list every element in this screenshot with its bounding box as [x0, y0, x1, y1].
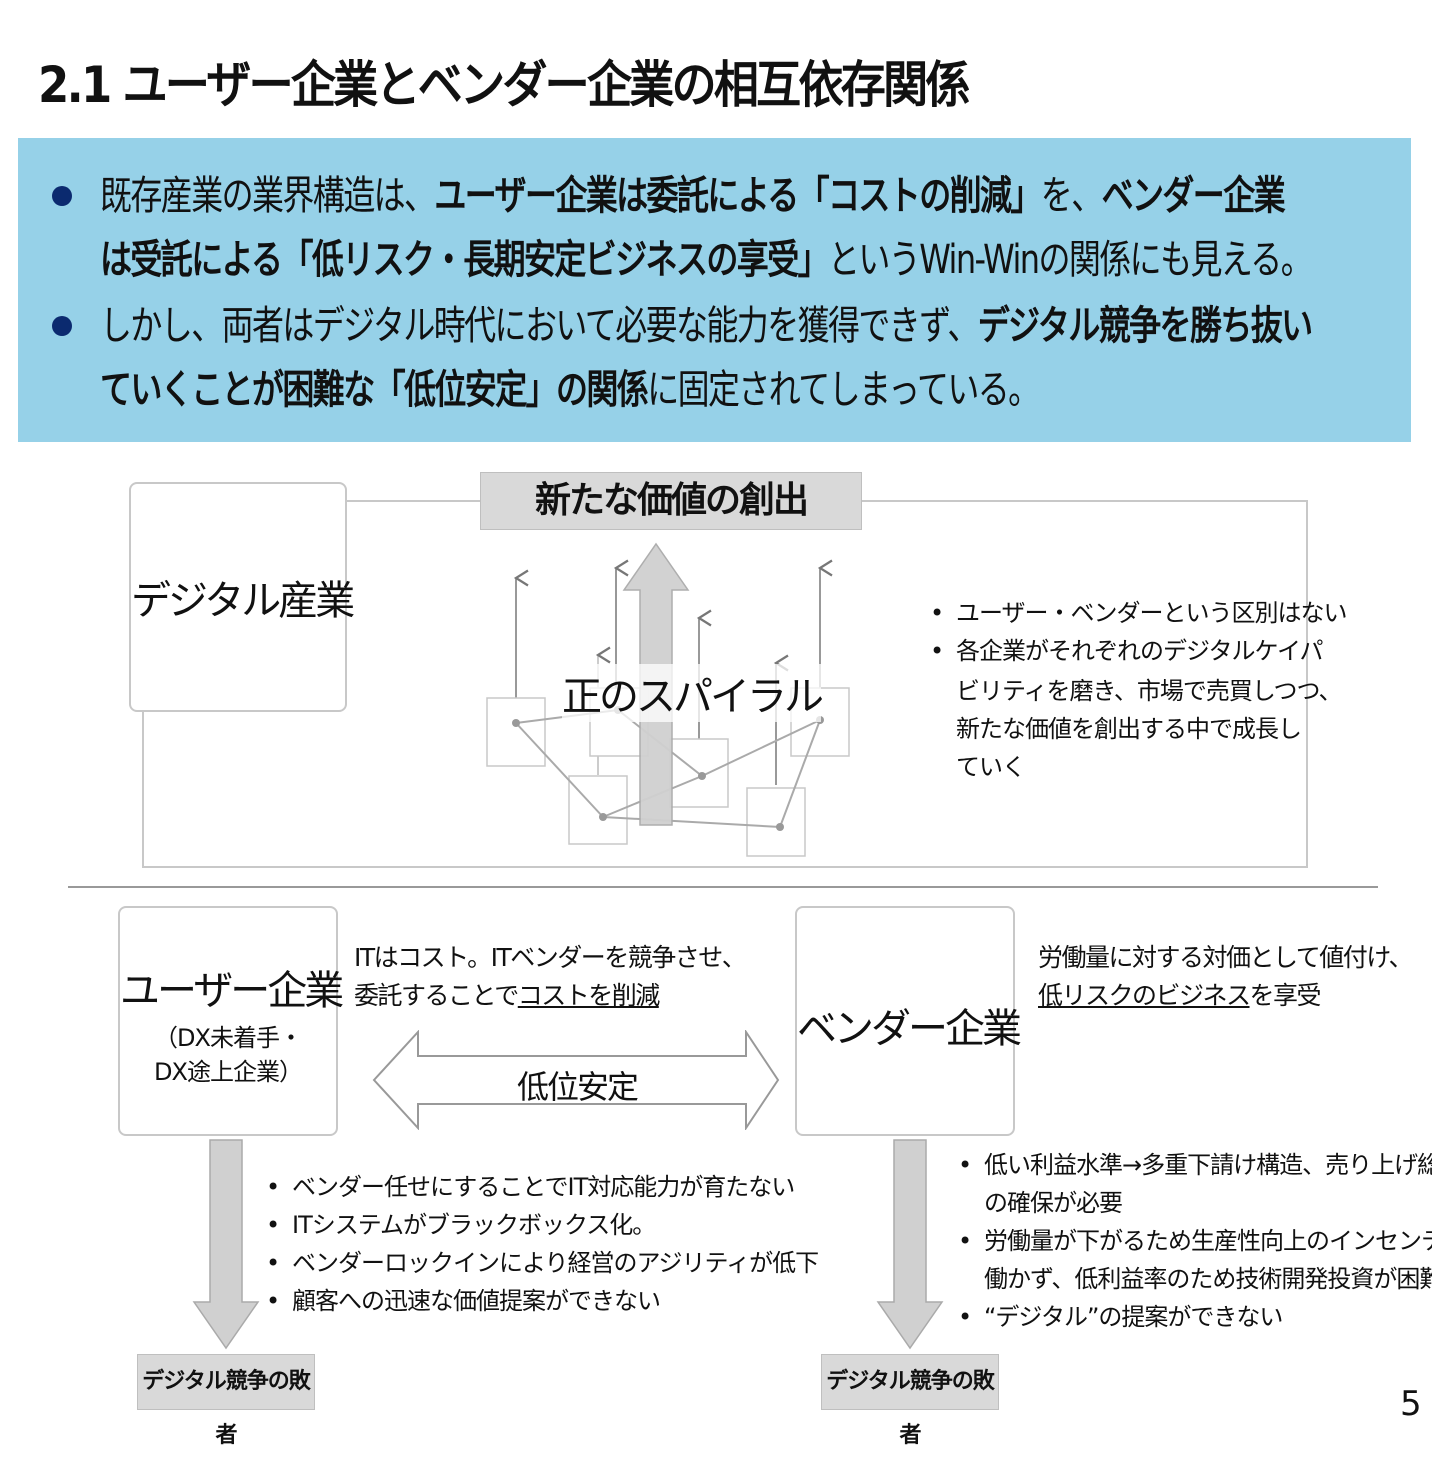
bullet-text: 顧客への迅速な価値提案ができない [292, 1287, 661, 1315]
summary-text: 既存産業の業界構造は、 [100, 173, 436, 219]
bullet-dot-icon [52, 316, 72, 336]
vendor-desc-line1: 労働量に対する対価として値付け、 [1038, 943, 1414, 972]
down-arrow-icon [876, 1139, 944, 1350]
low-stability-double-arrow [372, 1030, 780, 1130]
vendor-bullet-3: • “デジタル”の提案ができない [958, 1298, 1283, 1336]
vendor-desc-text: を享受 [1249, 981, 1322, 1010]
bullet-text: ユーザー・ベンダーという区別はない [956, 599, 1348, 627]
industry-bullet-cont: ていく [956, 753, 1026, 781]
user-company-box: ユーザー企業 （DX未着手・ DX途上企業） [118, 906, 344, 1136]
bullet-text: 各企業がそれぞれのデジタルケイパ [956, 637, 1324, 665]
user-desc-underlined: コストを削減 [517, 981, 661, 1010]
summary-bold-text: ベンダー企業 [1101, 173, 1286, 219]
bullet-mark: • [958, 1303, 972, 1331]
summary-line-1: 既存産業の業界構造は、ユーザー企業は委託による「コストの削減」を、ベンダー企業 [100, 164, 1286, 228]
bullet-text: ベンダーロックインにより経営のアジリティが低下 [292, 1249, 819, 1277]
bullet-mark: • [930, 637, 944, 665]
summary-text: を、 [1040, 173, 1103, 219]
bullet-mark: • [266, 1211, 280, 1239]
summary-line-3: しかし、両者はデジタル時代において必要な能力を獲得できず、デジタル競争を勝ち抜い [100, 294, 1313, 358]
summary-text: というWin-Winの関係にも見える。 [828, 237, 1313, 283]
summary-text: に固定されてしまっている。 [647, 367, 1040, 413]
industry-bullet-2: • 各企業がそれぞれのデジタルケイパ [930, 632, 1324, 670]
bullet-mark: • [266, 1249, 280, 1277]
vendor-desc-underlined: 低リスクのビジネス [1038, 981, 1251, 1010]
industry-bullet-1: • ユーザー・ベンダーという区別はない [930, 594, 1348, 632]
vendor-bullet-cont: の確保が必要 [984, 1189, 1123, 1217]
digital-industry-box: デジタル産業 [129, 482, 355, 712]
user-bullet-3: • ベンダーロックインにより経営のアジリティが低下 [266, 1244, 819, 1282]
company-box [746, 787, 806, 857]
summary-bold-text: は受託による「低リスク・長期安定ビジネスの享受」 [100, 237, 830, 283]
industry-bullet-cont: ビリティを磨き、市場で売買しつつ、 [956, 677, 1342, 705]
user-company-sub1: （DX未着手・ [154, 1024, 303, 1052]
summary-line-4: ていくことが困難な「低位安定」の関係に固定されてしまっている。 [100, 358, 1040, 422]
page-number: 5 [1400, 1384, 1422, 1424]
user-desc-line2: 委託することでコストを削減 [354, 976, 661, 1012]
bullet-mark: • [930, 599, 944, 627]
bullet-text: ベンダー任せにすることでIT対応能力が育たない [292, 1173, 795, 1201]
company-box [486, 697, 546, 767]
user-desc-text: 委託することで [354, 981, 519, 1010]
bullet-mark: • [266, 1173, 280, 1201]
summary-text: しかし、両者はデジタル時代において必要な能力を獲得できず、 [100, 303, 979, 349]
vendor-down-arrow [876, 1139, 944, 1350]
section-divider [68, 886, 1378, 888]
bullet-mark: • [266, 1287, 280, 1315]
vendor-company-title: ベンダー企業 [797, 1006, 1022, 1052]
bullet-text: 低い利益水準→多重下請け構造、売り上げ総量 [984, 1151, 1432, 1179]
user-loser-label: デジタル競争の敗者 [137, 1354, 315, 1448]
bullet-mark: • [958, 1227, 972, 1255]
summary-bold-text: ていくことが困難な「低位安定」の関係 [100, 367, 649, 413]
low-stability-label: 低位安定 [516, 1068, 639, 1106]
user-bullet-2: • ITシステムがブラックボックス化。 [266, 1206, 656, 1244]
bullet-text: “デジタル”の提案ができない [984, 1303, 1283, 1331]
page-title: 2.1 ユーザー企業とベンダー企業の相互依存関係 [38, 56, 970, 114]
user-bullet-4: • 顧客への迅速な価値提案ができない [266, 1282, 661, 1320]
user-company-title: ユーザー企業 [120, 968, 344, 1014]
down-arrow-icon [192, 1139, 260, 1350]
double-arrow-icon [372, 1030, 780, 1130]
bullet-text: ITシステムがブラックボックス化。 [292, 1211, 656, 1239]
positive-spiral-label: 正のスパイラル [562, 664, 824, 722]
vendor-bullet-2: • 労働量が下がるため生産性向上のインセンティブ [958, 1222, 1432, 1260]
digital-industry-label: デジタル産業 [131, 578, 355, 624]
summary-box: 既存産業の業界構造は、ユーザー企業は委託による「コストの削減」を、ベンダー企業 … [18, 138, 1411, 442]
summary-bold-text: デジタル競争を勝ち抜い [977, 303, 1313, 349]
new-value-header: 新たな価値の創出 [480, 472, 862, 530]
vendor-loser-label: デジタル競争の敗者 [821, 1354, 999, 1448]
user-bullet-1: • ベンダー任せにすることでIT対応能力が育たない [266, 1168, 795, 1206]
user-desc-line1: ITはコスト。ITベンダーを競争させ、 [354, 943, 747, 972]
summary-line-2: は受託による「低リスク・長期安定ビジネスの享受」というWin-Winの関係にも見… [100, 228, 1313, 292]
industry-bullet-cont: 新たな価値を創出する中で成長し [956, 715, 1302, 743]
summary-bold-text: ユーザー企業は委託による「コストの削減」 [434, 173, 1042, 219]
bullet-mark: • [958, 1151, 972, 1179]
vendor-bullet-cont: 働かず、低利益率のため技術開発投資が困難 [984, 1265, 1432, 1293]
user-company-sub2: DX途上企業） [154, 1058, 303, 1086]
vendor-company-box: ベンダー企業 [795, 906, 1022, 1136]
bullet-text: 労働量が下がるため生産性向上のインセンティブ [984, 1227, 1432, 1255]
bullet-dot-icon [52, 186, 72, 206]
vendor-bullet-1: • 低い利益水準→多重下請け構造、売り上げ総量 [958, 1146, 1432, 1184]
user-down-arrow [192, 1139, 260, 1350]
vendor-desc-line2: 低リスクのビジネスを享受 [1038, 976, 1322, 1012]
